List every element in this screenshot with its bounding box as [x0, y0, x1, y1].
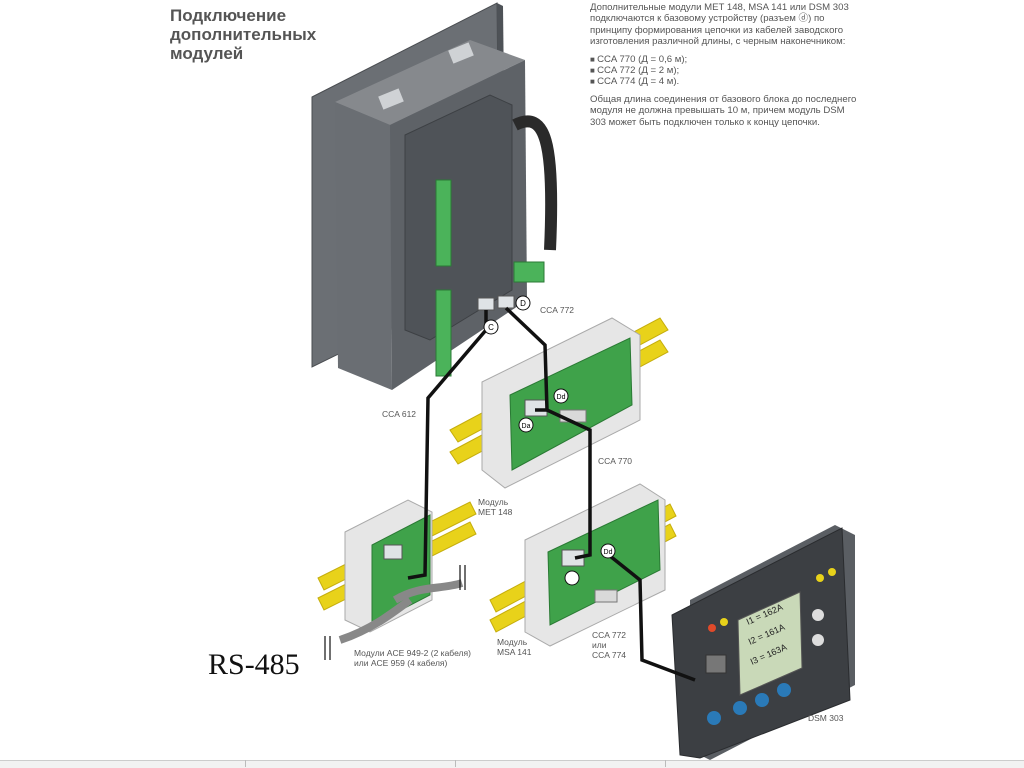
label-cca770: CCA 770 — [598, 456, 633, 466]
label-dsm303: DSM 303 — [808, 713, 844, 723]
met148-connector — [524, 399, 548, 417]
base-clip — [448, 42, 474, 64]
msa141-chip — [594, 589, 618, 603]
cable-item: CCA 770 (Д = 0,6 м); — [590, 54, 860, 65]
bottom-bar — [0, 760, 1024, 768]
ace-cable-gray-2 — [338, 596, 413, 644]
callout-da — [518, 417, 534, 433]
break-marks — [324, 565, 466, 660]
cable-cca772-774 — [603, 550, 696, 682]
dsm303-led — [816, 574, 824, 582]
dsm303-led — [828, 568, 836, 576]
base-clip — [378, 88, 404, 110]
dsm303-button — [777, 683, 791, 697]
bottom-tab-divider — [245, 760, 246, 767]
label-msa141-line2: MSA 141 — [497, 647, 532, 657]
terminal-block-lower — [435, 289, 452, 377]
label-ace-modules: Модули ACE 949-2 (2 кабеля) или ACE 959 … — [354, 648, 471, 668]
dsm303-button — [755, 693, 769, 707]
callout-d — [515, 295, 531, 311]
callout-empty — [564, 570, 580, 586]
dsm303-led — [720, 618, 728, 626]
label-met148-line2: MET 148 — [478, 507, 513, 517]
label-cca612: CCA 612 — [382, 409, 417, 419]
label-cca772-774-line3: CCA 774 — [592, 650, 627, 660]
cable-list: CCA 770 (Д = 0,6 м); CCA 772 (Д = 2 м); … — [590, 54, 860, 88]
dsm303-unit: I1 = 162A I2 = 161A I3 = 163A — [671, 525, 855, 760]
title-line-2: дополнительных — [170, 25, 317, 44]
base-unit — [311, 2, 558, 390]
cable-cca770 — [546, 408, 592, 560]
cable-item: CCA 774 (Д = 4 м). — [590, 76, 860, 87]
label-msa141: Модуль MSA 141 — [497, 637, 532, 657]
cable-cca772 — [504, 306, 549, 412]
dsm303-button — [812, 609, 824, 621]
callout-c — [483, 319, 499, 335]
callout-da-label: Da — [522, 423, 531, 430]
description-intro: Дополнительные модули MET 148, MSA 141 и… — [590, 2, 849, 48]
title-line-1: Подключение — [170, 6, 287, 25]
ace-connector — [383, 544, 403, 560]
label-met148: Модуль MET 148 — [478, 497, 512, 517]
dsm303-button — [707, 711, 721, 725]
callout-dd-met — [553, 388, 569, 404]
msa141-connector — [561, 549, 585, 567]
description-note: Общая длина соединения от базового блока… — [590, 93, 857, 128]
met148-pcb — [509, 337, 633, 471]
callout-dd-met-label: Dd — [557, 394, 566, 401]
callout-dd-msa — [600, 543, 616, 559]
label-cca772-774: CCA 772 или CCA 774 — [592, 630, 626, 660]
connector-d — [497, 295, 515, 309]
ace-cable-gray — [392, 579, 464, 604]
terminal-block-right — [513, 261, 545, 283]
connector-c — [477, 297, 495, 311]
label-cca772-774-line2: или — [592, 640, 607, 650]
base-module-block — [404, 94, 513, 341]
label-cca772-774-line1: CCA 772 — [592, 630, 627, 640]
rs485-label: RS-485 — [208, 648, 300, 681]
ace-pcb — [371, 514, 431, 626]
callout-dd-msa-label: Dd — [604, 549, 613, 556]
title-line-3: модулей — [170, 44, 244, 63]
label-ace-line1: Модули ACE 949-2 (2 кабеля) — [354, 648, 471, 658]
page-title: Подключение дополнительных модулей — [170, 6, 316, 63]
dsm303-port — [705, 654, 727, 674]
bottom-tab-divider — [665, 760, 666, 767]
msa141-pcb — [547, 499, 661, 626]
callout-d-label: D — [520, 299, 526, 308]
callout-c-label: C — [488, 323, 494, 332]
bottom-tab-divider — [455, 760, 456, 767]
ace-module — [338, 499, 464, 644]
label-ace-line2: или ACE 959 (4 кабеля) — [354, 658, 448, 668]
base-housing-side — [335, 102, 392, 390]
dsm303-screen — [737, 591, 803, 696]
terminal-block-upper — [435, 179, 452, 267]
base-cable-loop — [512, 115, 558, 251]
cable-item: CCA 772 (Д = 2 м); — [590, 65, 860, 76]
label-met148-line1: Модуль — [478, 497, 509, 507]
description-block: Дополнительные модули MET 148, MSA 141 и… — [590, 2, 860, 134]
msa141-module — [524, 483, 666, 647]
label-msa141-line1: Модуль — [497, 637, 528, 647]
connector-callouts: C D Dd Da Dd — [483, 295, 616, 586]
dsm303-button — [733, 701, 747, 715]
dsm303-button — [812, 634, 824, 646]
label-cca772: CCA 772 — [540, 305, 575, 315]
dsm303-led — [708, 624, 716, 632]
